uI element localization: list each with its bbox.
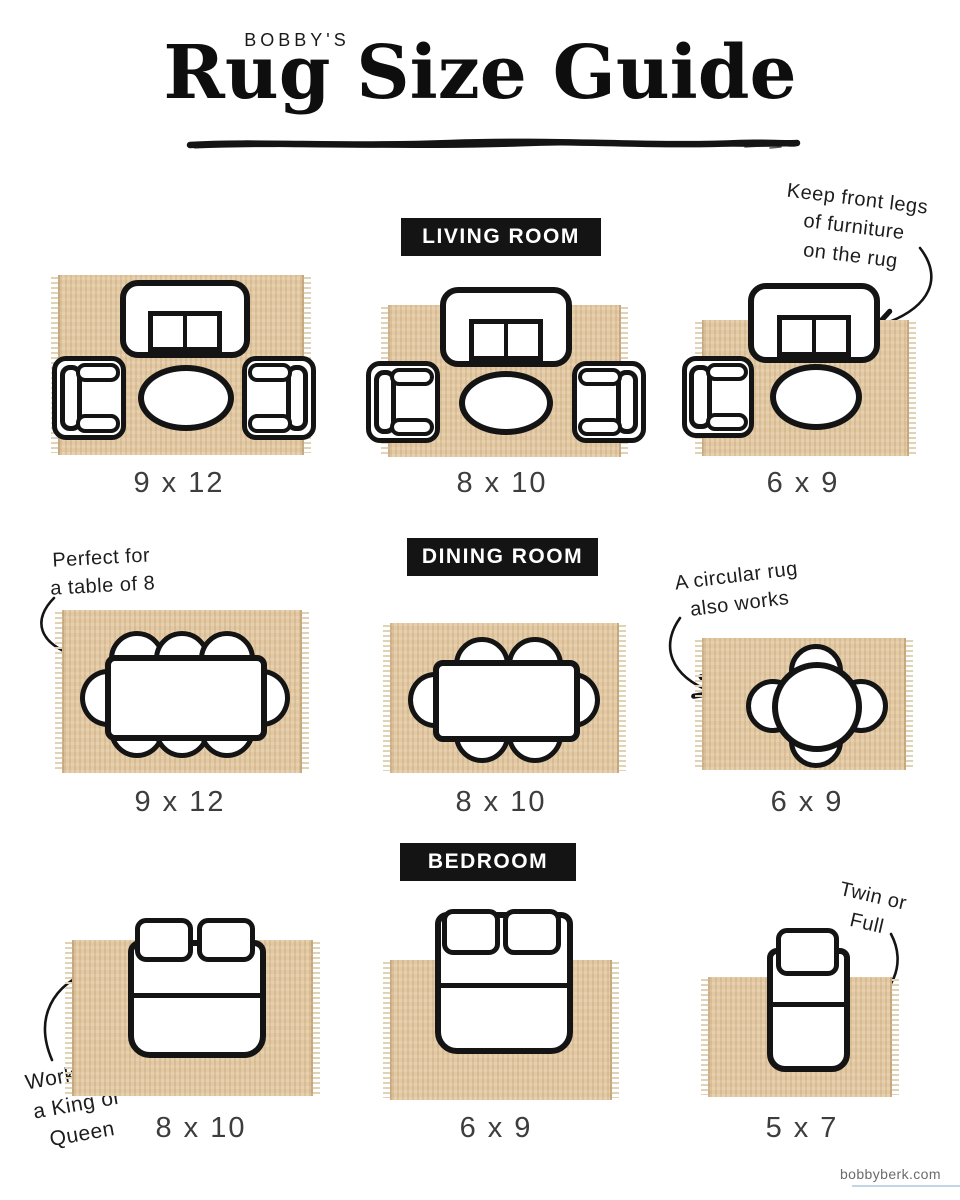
dining-room-label: DINING ROOM bbox=[407, 538, 598, 576]
rug-size: 8 x 10 bbox=[155, 1112, 247, 1144]
armchair bbox=[682, 356, 754, 438]
armchair-arm bbox=[577, 417, 622, 436]
blanket-line bbox=[133, 992, 261, 998]
page-title: Rug Size Guide bbox=[163, 30, 797, 116]
armchair-arm bbox=[247, 414, 292, 433]
dining-table bbox=[105, 655, 267, 741]
armchair-arm bbox=[705, 363, 749, 382]
website-credit: bobbyberk.com bbox=[840, 1166, 941, 1182]
rug-size: 8 x 10 bbox=[456, 467, 548, 499]
living-room-label: LIVING ROOM bbox=[401, 218, 601, 256]
armchair-arm bbox=[577, 368, 622, 387]
armchair-arm bbox=[76, 363, 121, 382]
bedroom-label: BEDROOM bbox=[400, 843, 576, 881]
brush-stroke-underline bbox=[186, 138, 801, 149]
armchair-back bbox=[689, 364, 712, 430]
pillow bbox=[197, 918, 255, 962]
footer-underline bbox=[852, 1185, 960, 1187]
sofa-cushions bbox=[148, 311, 222, 352]
armchair-arm bbox=[705, 412, 749, 431]
armchair-back bbox=[373, 369, 397, 435]
sofa bbox=[440, 287, 572, 367]
brand-eyebrow: BOBBY'S bbox=[244, 30, 350, 50]
armchair bbox=[52, 356, 126, 440]
rug-size: 6 x 9 bbox=[770, 786, 844, 818]
coffee-table bbox=[459, 371, 553, 435]
armchair-arm bbox=[247, 363, 292, 382]
rug-size: 9 x 12 bbox=[134, 786, 226, 818]
rug-size: 6 x 9 bbox=[766, 467, 840, 499]
sofa bbox=[120, 280, 250, 358]
sofa-cushions bbox=[468, 318, 544, 361]
armchair-arm bbox=[390, 417, 435, 436]
armchair-back bbox=[59, 364, 83, 432]
blanket-line bbox=[440, 983, 568, 988]
armchair bbox=[572, 361, 646, 443]
rug-size: 9 x 12 bbox=[133, 467, 225, 499]
coffee-table bbox=[138, 365, 234, 431]
pillow bbox=[503, 909, 561, 955]
pillow bbox=[776, 928, 839, 976]
armchair bbox=[366, 361, 440, 443]
armchair-arm bbox=[390, 368, 435, 387]
rug-size: 5 x 7 bbox=[765, 1112, 839, 1144]
armchair-arm bbox=[76, 414, 121, 433]
arrow-to-living-rug bbox=[870, 246, 933, 334]
coffee-table bbox=[770, 364, 862, 430]
pillow bbox=[135, 918, 193, 962]
armchair bbox=[242, 356, 316, 440]
sofa-cushions bbox=[776, 314, 852, 357]
pillow bbox=[442, 909, 500, 955]
sofa bbox=[748, 283, 880, 363]
round-dining-table bbox=[772, 662, 862, 752]
dining-table bbox=[433, 660, 580, 742]
blanket-line bbox=[772, 1002, 845, 1008]
rug-size: 8 x 10 bbox=[455, 786, 547, 818]
rug-size: 6 x 9 bbox=[459, 1112, 533, 1144]
